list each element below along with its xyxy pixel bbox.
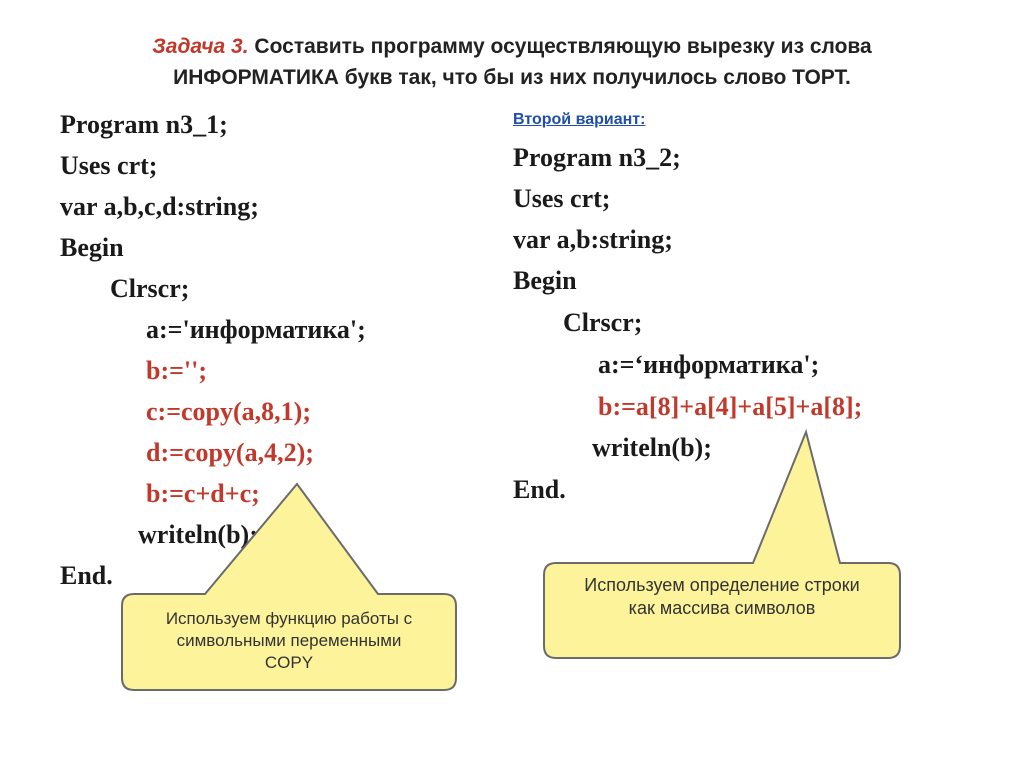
task-label: Задача 3.	[152, 35, 249, 58]
code-line: var a,b,c,d:string;	[60, 192, 259, 221]
code-line: End.	[513, 475, 566, 504]
code-line: var a,b:string;	[513, 225, 673, 254]
task-title-line2: ИНФОРМАТИКА букв так, что бы из них полу…	[173, 66, 851, 89]
code-line: Program n3_2;	[513, 143, 681, 172]
code-line: writeln(b);	[592, 433, 712, 462]
callout-left-line: COPY	[264, 653, 314, 673]
callout-right-line: Используем определение строки	[584, 575, 860, 595]
code-line: Clrscr;	[563, 308, 643, 337]
code-line: a:=‘информатика';	[598, 350, 820, 379]
callout-left-bubble	[121, 482, 457, 691]
callout-left-text: Используем функцию работы с символьными …	[122, 608, 456, 674]
callout-left-line: Используем функцию работы с	[165, 609, 413, 628]
code-line-highlight: b:='';	[146, 356, 208, 385]
code-line-highlight: c:=copy(a,8,1);	[146, 397, 311, 426]
callout-right-text: Используем определение строки как массив…	[544, 574, 900, 621]
code-line: Begin	[60, 233, 124, 262]
code-line: Uses crt;	[513, 184, 611, 213]
code-line-highlight: b:=a[8]+a[4]+a[5]+a[8];	[598, 392, 863, 421]
code-line: Uses crt;	[60, 151, 158, 180]
code-line-highlight: b:=c+d+c;	[146, 479, 260, 508]
callout-right-bubble	[543, 428, 901, 659]
code-line-highlight: d:=copy(a,4,2);	[146, 438, 314, 467]
code-line: a:='информатика';	[146, 315, 366, 344]
code-line: Begin	[513, 266, 577, 295]
code-line: writeln(b);	[138, 520, 258, 549]
callout-right-line: как массива символов	[628, 598, 816, 619]
code-line: Program n3_1;	[60, 110, 228, 139]
second-variant-label: Второй вариант:	[513, 111, 646, 128]
code-line: Clrscr;	[110, 274, 190, 303]
task-title-text: Составить программу осуществляющую вырез…	[254, 35, 872, 58]
callout-left-line: символьными переменными	[176, 631, 402, 651]
task-title-line1: Задача 3. Составить программу осуществля…	[0, 35, 1024, 59]
code-line: End.	[60, 561, 113, 590]
